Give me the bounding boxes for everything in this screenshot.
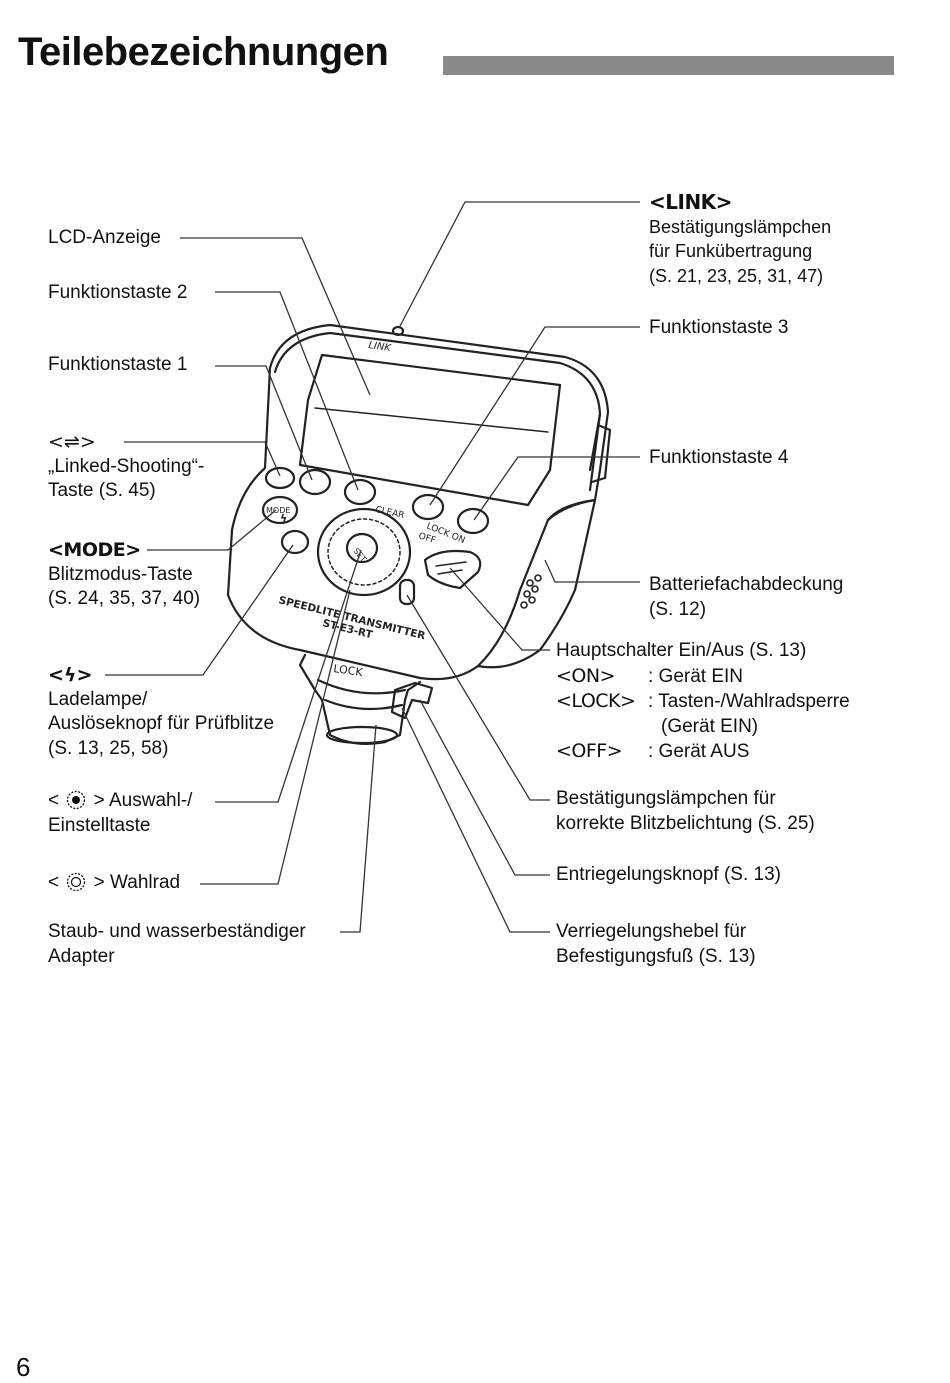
- function-button-2: [343, 478, 377, 506]
- label-function-3: Funktionstaste 3: [649, 317, 789, 338]
- adapter-line-1: Staub- und wasserbeständiger: [48, 921, 306, 942]
- battery-grip-dots: [520, 574, 542, 609]
- label-flash: <ϟ> Ladelampe/ Auslöseknopf für Prüfblit…: [48, 663, 274, 761]
- page-title: Teilebezeichnungen: [18, 30, 389, 74]
- confirm-lamp: [398, 578, 416, 606]
- set-line-2: Einstelltaste: [48, 814, 151, 836]
- off-key: <OFF>: [556, 740, 623, 762]
- link-symbol: <LINK>: [649, 190, 732, 214]
- function-button-4: [456, 507, 490, 535]
- mode-line-1: Blitzmodus-Taste: [48, 563, 193, 585]
- release-lever: [390, 681, 434, 720]
- battery-line-2: (S. 12): [649, 598, 707, 620]
- flash-test-button: [280, 529, 310, 555]
- link-line-2: für Funkübertragung: [649, 241, 813, 261]
- label-confirm-lamp: Bestätigungslämpchen für korrekte Blitzb…: [556, 787, 815, 836]
- set-suffix: > Auswahl-/: [93, 790, 193, 811]
- mode-button: [261, 495, 299, 525]
- lever-line-2: Befestigungsfuß (S. 13): [556, 945, 756, 967]
- mode-symbol: <MODE>: [48, 539, 141, 561]
- linked-line-2: Taste (S. 45): [48, 480, 156, 501]
- lcd-screen: [298, 353, 562, 507]
- label-lever: Verriegelungshebel für Befestigungsfuß (…: [556, 920, 756, 969]
- linked-button: [264, 466, 296, 490]
- set-prefix: <: [48, 790, 60, 811]
- set-button: [345, 532, 379, 564]
- power-switch: [423, 549, 482, 590]
- label-release-button: Entriegelungsknopf (S. 13): [556, 864, 781, 885]
- linked-line-1: „Linked-Shooting“-: [48, 455, 205, 477]
- print-link: LINK: [368, 340, 393, 354]
- function-button-1: [298, 468, 332, 496]
- lock-key: <LOCK>: [556, 690, 636, 712]
- on-value: : Gerät EIN: [648, 665, 744, 687]
- flash-line-2: Auslöseknopf für Prüfblitze: [48, 713, 275, 734]
- dial-icon: [67, 872, 86, 892]
- flash-symbol: <ϟ>: [48, 664, 93, 686]
- lever-line-1: Verriegelungshebel für: [556, 921, 747, 942]
- label-adapter: Staub- und wasserbeständiger Adapter: [48, 920, 306, 969]
- label-mode: <MODE> Blitzmodus-Taste (S. 24, 35, 37, …: [48, 538, 200, 612]
- flash-line-1: Ladelampe/: [48, 688, 148, 710]
- on-key: <ON>: [556, 664, 616, 687]
- switch-title: Hauptschalter Ein/Aus (S. 13): [556, 640, 807, 661]
- dial-suffix: > Wahlrad: [93, 872, 181, 893]
- label-lcd: LCD-Anzeige: [48, 227, 161, 248]
- battery-cover: [476, 498, 597, 669]
- title-rule: [443, 56, 894, 75]
- leader-lines: [105, 201, 640, 933]
- label-set-button: < > Auswahl-/ Einstelltaste: [48, 789, 192, 838]
- function-button-3: [411, 493, 445, 521]
- body-outline: [226, 323, 610, 681]
- control-dial: [316, 507, 412, 597]
- link-lamp: [391, 325, 405, 337]
- dial-prefix: <: [48, 872, 60, 893]
- label-link: <LINK> Bestätigungslämpchen für Funküber…: [649, 190, 831, 288]
- flash-line-3: (S. 13, 25, 58): [48, 737, 169, 759]
- adapter-line-2: Adapter: [48, 945, 115, 967]
- label-linked-shooting: <⇌> „Linked-Shooting“- Taste (S. 45): [48, 430, 204, 504]
- lock-value-2: (Gerät EIN): [661, 715, 759, 737]
- link-line-3: (S. 21, 23, 25, 31, 47): [649, 265, 824, 286]
- label-function-2: Funktionstaste 2: [48, 282, 188, 303]
- lock-value: : Tasten-/Wahlradsperre: [648, 691, 850, 712]
- linked-symbol: <⇌>: [48, 431, 96, 453]
- battery-line-1: Batteriefachabdeckung: [649, 574, 844, 595]
- print-mode: MODE: [266, 506, 290, 515]
- page-number: 6: [16, 1352, 31, 1382]
- label-function-1: Funktionstaste 1: [48, 354, 188, 375]
- print-clear: CLEAR: [374, 505, 405, 521]
- label-power-switch: Hauptschalter Ein/Aus (S. 13) <ON> : Gerä…: [556, 639, 850, 765]
- label-dial: < > Wahlrad: [48, 871, 180, 896]
- confirm-line-1: Bestätigungslämpchen für: [556, 788, 776, 809]
- mode-line-2: (S. 24, 35, 37, 40): [48, 588, 201, 609]
- off-value: : Gerät AUS: [648, 741, 750, 762]
- print-lock-foot: LOCK: [333, 662, 365, 679]
- label-battery: Batteriefachabdeckung (S. 12): [649, 573, 843, 622]
- link-line-1: Bestätigungslämpchen: [649, 216, 832, 237]
- svg-text:ϟ: ϟ: [280, 512, 287, 525]
- set-button-icon: [67, 790, 86, 810]
- label-function-4: Funktionstaste 4: [649, 447, 789, 468]
- confirm-line-2: korrekte Blitzbelichtung (S. 25): [556, 812, 815, 834]
